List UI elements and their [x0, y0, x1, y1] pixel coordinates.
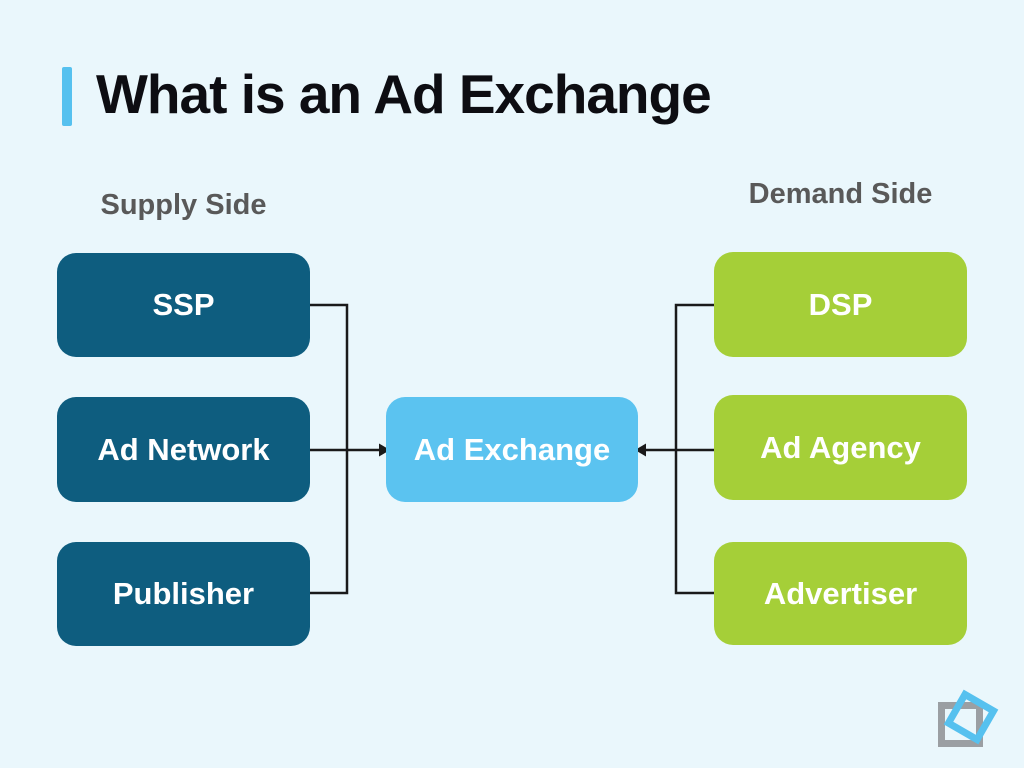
- page-title: What is an Ad Exchange: [96, 63, 712, 125]
- supply-bracket-line: [310, 303, 349, 595]
- node-publisher: Publisher: [57, 542, 310, 646]
- node-dsp: DSP: [714, 252, 967, 357]
- node-ssp: SSP: [57, 253, 310, 357]
- overlapping-squares-logo-icon: [930, 685, 1010, 755]
- node-ad-agency: Ad Agency: [714, 395, 967, 500]
- node-advertiser: Advertiser: [714, 542, 967, 645]
- node-ad-network-label: Ad Network: [97, 431, 270, 467]
- node-ad-agency-label: Ad Agency: [760, 429, 921, 465]
- node-dsp-label: DSP: [808, 286, 873, 322]
- node-advertiser-label: Advertiser: [763, 575, 918, 611]
- logo-gray-square: [938, 702, 983, 747]
- title-row: What is an Ad Exchange: [62, 62, 712, 126]
- supply-side-label: Supply Side: [100, 189, 267, 221]
- node-ad-exchange-label: Ad Exchange: [413, 431, 611, 467]
- demand-side-label: Demand Side: [748, 178, 933, 210]
- node-ssp-label: SSP: [152, 287, 215, 322]
- demand-bracket-line: [674, 303, 714, 595]
- node-ad-exchange: Ad Exchange: [386, 397, 638, 502]
- node-publisher-label: Publisher: [112, 576, 255, 611]
- node-ad-network: Ad Network: [57, 397, 310, 502]
- title-accent-bar: [62, 66, 72, 126]
